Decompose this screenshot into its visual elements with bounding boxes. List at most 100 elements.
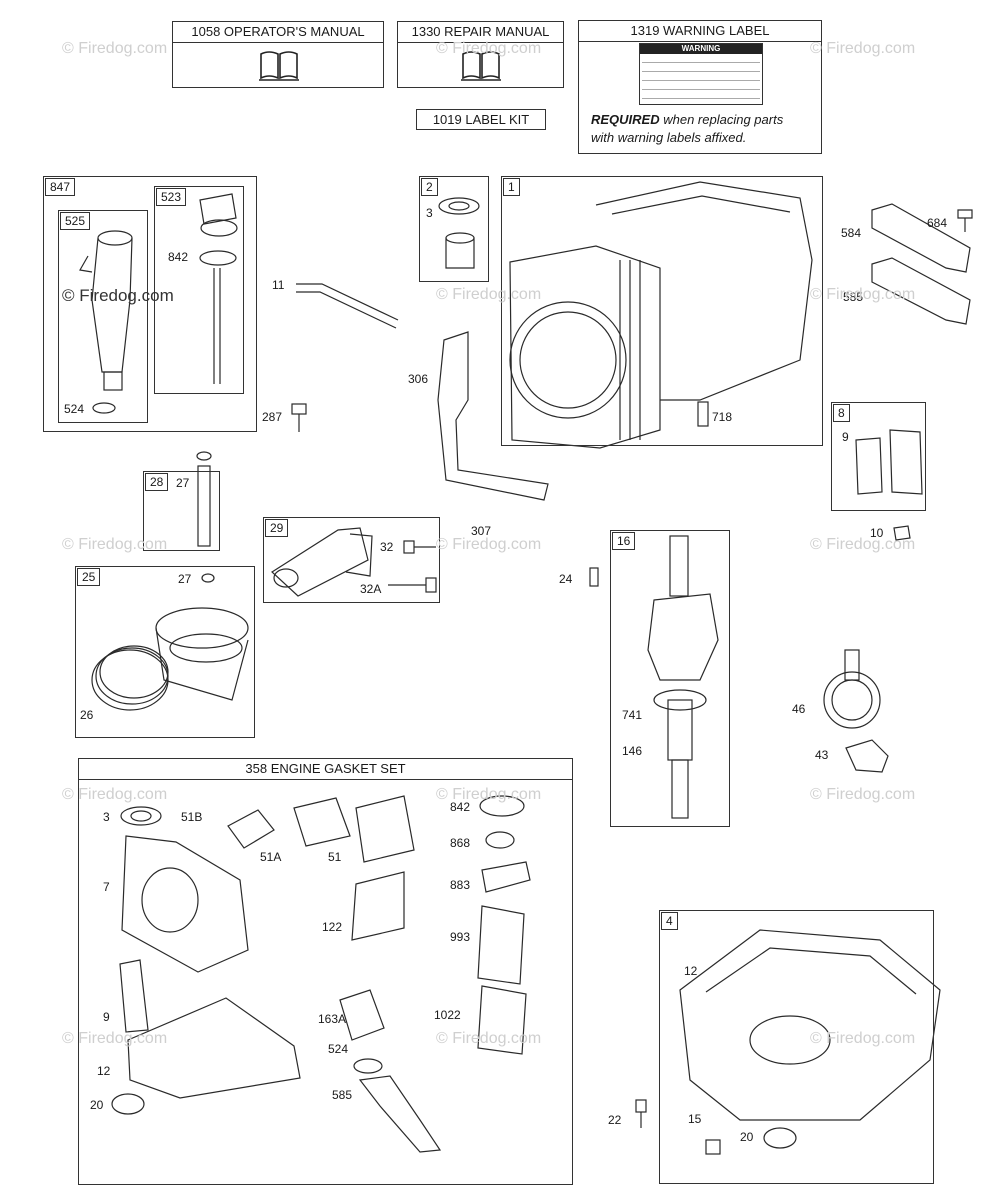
box-28	[143, 471, 220, 551]
tag-28: 28	[145, 473, 169, 491]
box-1	[501, 176, 823, 446]
label-993: 993	[450, 930, 471, 944]
label-32: 32	[380, 540, 394, 554]
oil-sump-drawing	[679, 929, 941, 1121]
operators-manual-box: 1058 OPERATOR'S MANUAL	[172, 21, 384, 88]
piston-drawing	[155, 607, 249, 701]
box-847	[43, 176, 257, 432]
plug-15-drawing	[705, 1139, 721, 1155]
label-163A: 163A	[318, 1012, 347, 1026]
watermark: © Firedog.com	[810, 1030, 916, 1047]
operators-manual-title: 1058 OPERATOR'S MANUAL	[173, 22, 383, 43]
required-bold: REQUIRED	[591, 112, 660, 127]
label-585: 585	[843, 290, 864, 304]
label-3: 3	[103, 810, 110, 824]
dowel-pin-drawing	[697, 401, 709, 427]
label-26: 26	[80, 708, 94, 722]
label-51A: 51A	[260, 850, 282, 864]
label-kit-title: 1019 LABEL KIT	[432, 112, 530, 127]
watermark: © Firedog.com	[810, 40, 916, 57]
label-524: 524	[64, 402, 85, 416]
label-122: 122	[322, 920, 343, 934]
breather-cover-drawing	[855, 429, 923, 495]
piston-rings-drawing	[91, 645, 169, 711]
label-32A: 32A	[360, 582, 382, 596]
label-146: 146	[622, 744, 643, 758]
book-icon	[461, 51, 501, 81]
label-20: 20	[90, 1098, 104, 1112]
key-24-drawing	[589, 567, 599, 587]
label-7: 7	[103, 880, 110, 894]
governor-43-drawing	[845, 739, 889, 773]
label-868: 868	[450, 836, 471, 850]
tag-8: 8	[833, 404, 850, 422]
required-line2: with warning labels affixed.	[591, 130, 747, 145]
camshaft-drawing	[823, 649, 881, 729]
dipstick-tube-drawing	[79, 230, 133, 414]
watermark: © Firedog.com	[62, 536, 168, 553]
label-51: 51	[328, 850, 342, 864]
screw-684-drawing	[957, 209, 973, 232]
tag-4: 4	[661, 912, 678, 930]
watermark: © Firedog.com	[436, 286, 542, 303]
book-icon	[259, 51, 299, 81]
label-287: 287	[262, 410, 283, 424]
watermark: © Firedog.com	[436, 1030, 542, 1047]
watermark: © Firedog.com	[810, 786, 916, 803]
tag-2: 2	[421, 178, 438, 196]
label-524: 524	[328, 1042, 349, 1056]
label-10: 10	[870, 526, 884, 540]
label-22: 22	[608, 1113, 622, 1127]
label-27: 27	[178, 572, 192, 586]
piston-pin-drawing	[196, 451, 212, 547]
label-51B: 51B	[181, 810, 203, 824]
warning-badge: WARNING	[640, 44, 762, 54]
watermark: © Firedog.com	[62, 786, 168, 803]
required-rest: when replacing parts	[659, 112, 784, 127]
box-8	[831, 402, 926, 511]
label-307: 307	[471, 524, 492, 538]
box-16	[610, 530, 730, 827]
repair-manual-title: 1330 REPAIR MANUAL	[398, 22, 563, 43]
screw-10-drawing	[893, 525, 911, 541]
watermark: © Firedog.com	[62, 286, 174, 305]
label-718: 718	[712, 410, 733, 424]
box-525	[58, 210, 148, 423]
tag-25: 25	[77, 568, 101, 586]
box-25	[75, 566, 255, 738]
engine-gasket-set-box: 358 ENGINE GASKET SET	[78, 758, 573, 1185]
warning-required-text: REQUIRED when replacing parts with warni…	[591, 111, 783, 147]
label-842: 842	[168, 250, 189, 264]
label-684: 684	[927, 216, 948, 230]
bolt-32A-drawing	[388, 577, 437, 593]
watermark: © Firedog.com	[810, 286, 916, 303]
warning-label-image: WARNING	[639, 43, 763, 105]
box-4	[659, 910, 934, 1184]
watermark: © Firedog.com	[810, 536, 916, 553]
label-kit-box: 1019 LABEL KIT	[416, 109, 546, 130]
tag-16: 16	[612, 532, 636, 550]
label-9: 9	[103, 1010, 110, 1024]
bolt-287-drawing	[291, 403, 307, 432]
warning-label-title: 1319 WARNING LABEL	[579, 21, 821, 42]
box-523	[154, 186, 244, 394]
label-9: 9	[842, 430, 849, 444]
seal-20-drawing	[763, 1127, 797, 1149]
watermark: © Firedog.com	[436, 786, 542, 803]
label-584: 584	[841, 226, 862, 240]
tag-525: 525	[60, 212, 91, 230]
crankshaft-drawing	[647, 535, 719, 819]
label-741: 741	[622, 708, 643, 722]
breather-tube-drawing	[296, 283, 399, 329]
label-585: 585	[332, 1088, 353, 1102]
label-12: 12	[97, 1064, 111, 1078]
tag-1: 1	[503, 178, 520, 196]
engine-gasket-set-title: 358 ENGINE GASKET SET	[79, 759, 572, 780]
bolt-32-drawing	[403, 540, 436, 554]
gasket-584-drawing	[871, 203, 971, 273]
watermark: © Firedog.com	[436, 40, 542, 57]
watermark: © Firedog.com	[62, 1030, 168, 1047]
warning-label-box: 1319 WARNING LABEL WARNING REQUIRED when…	[578, 20, 822, 154]
bolt-22-drawing	[635, 1099, 647, 1128]
